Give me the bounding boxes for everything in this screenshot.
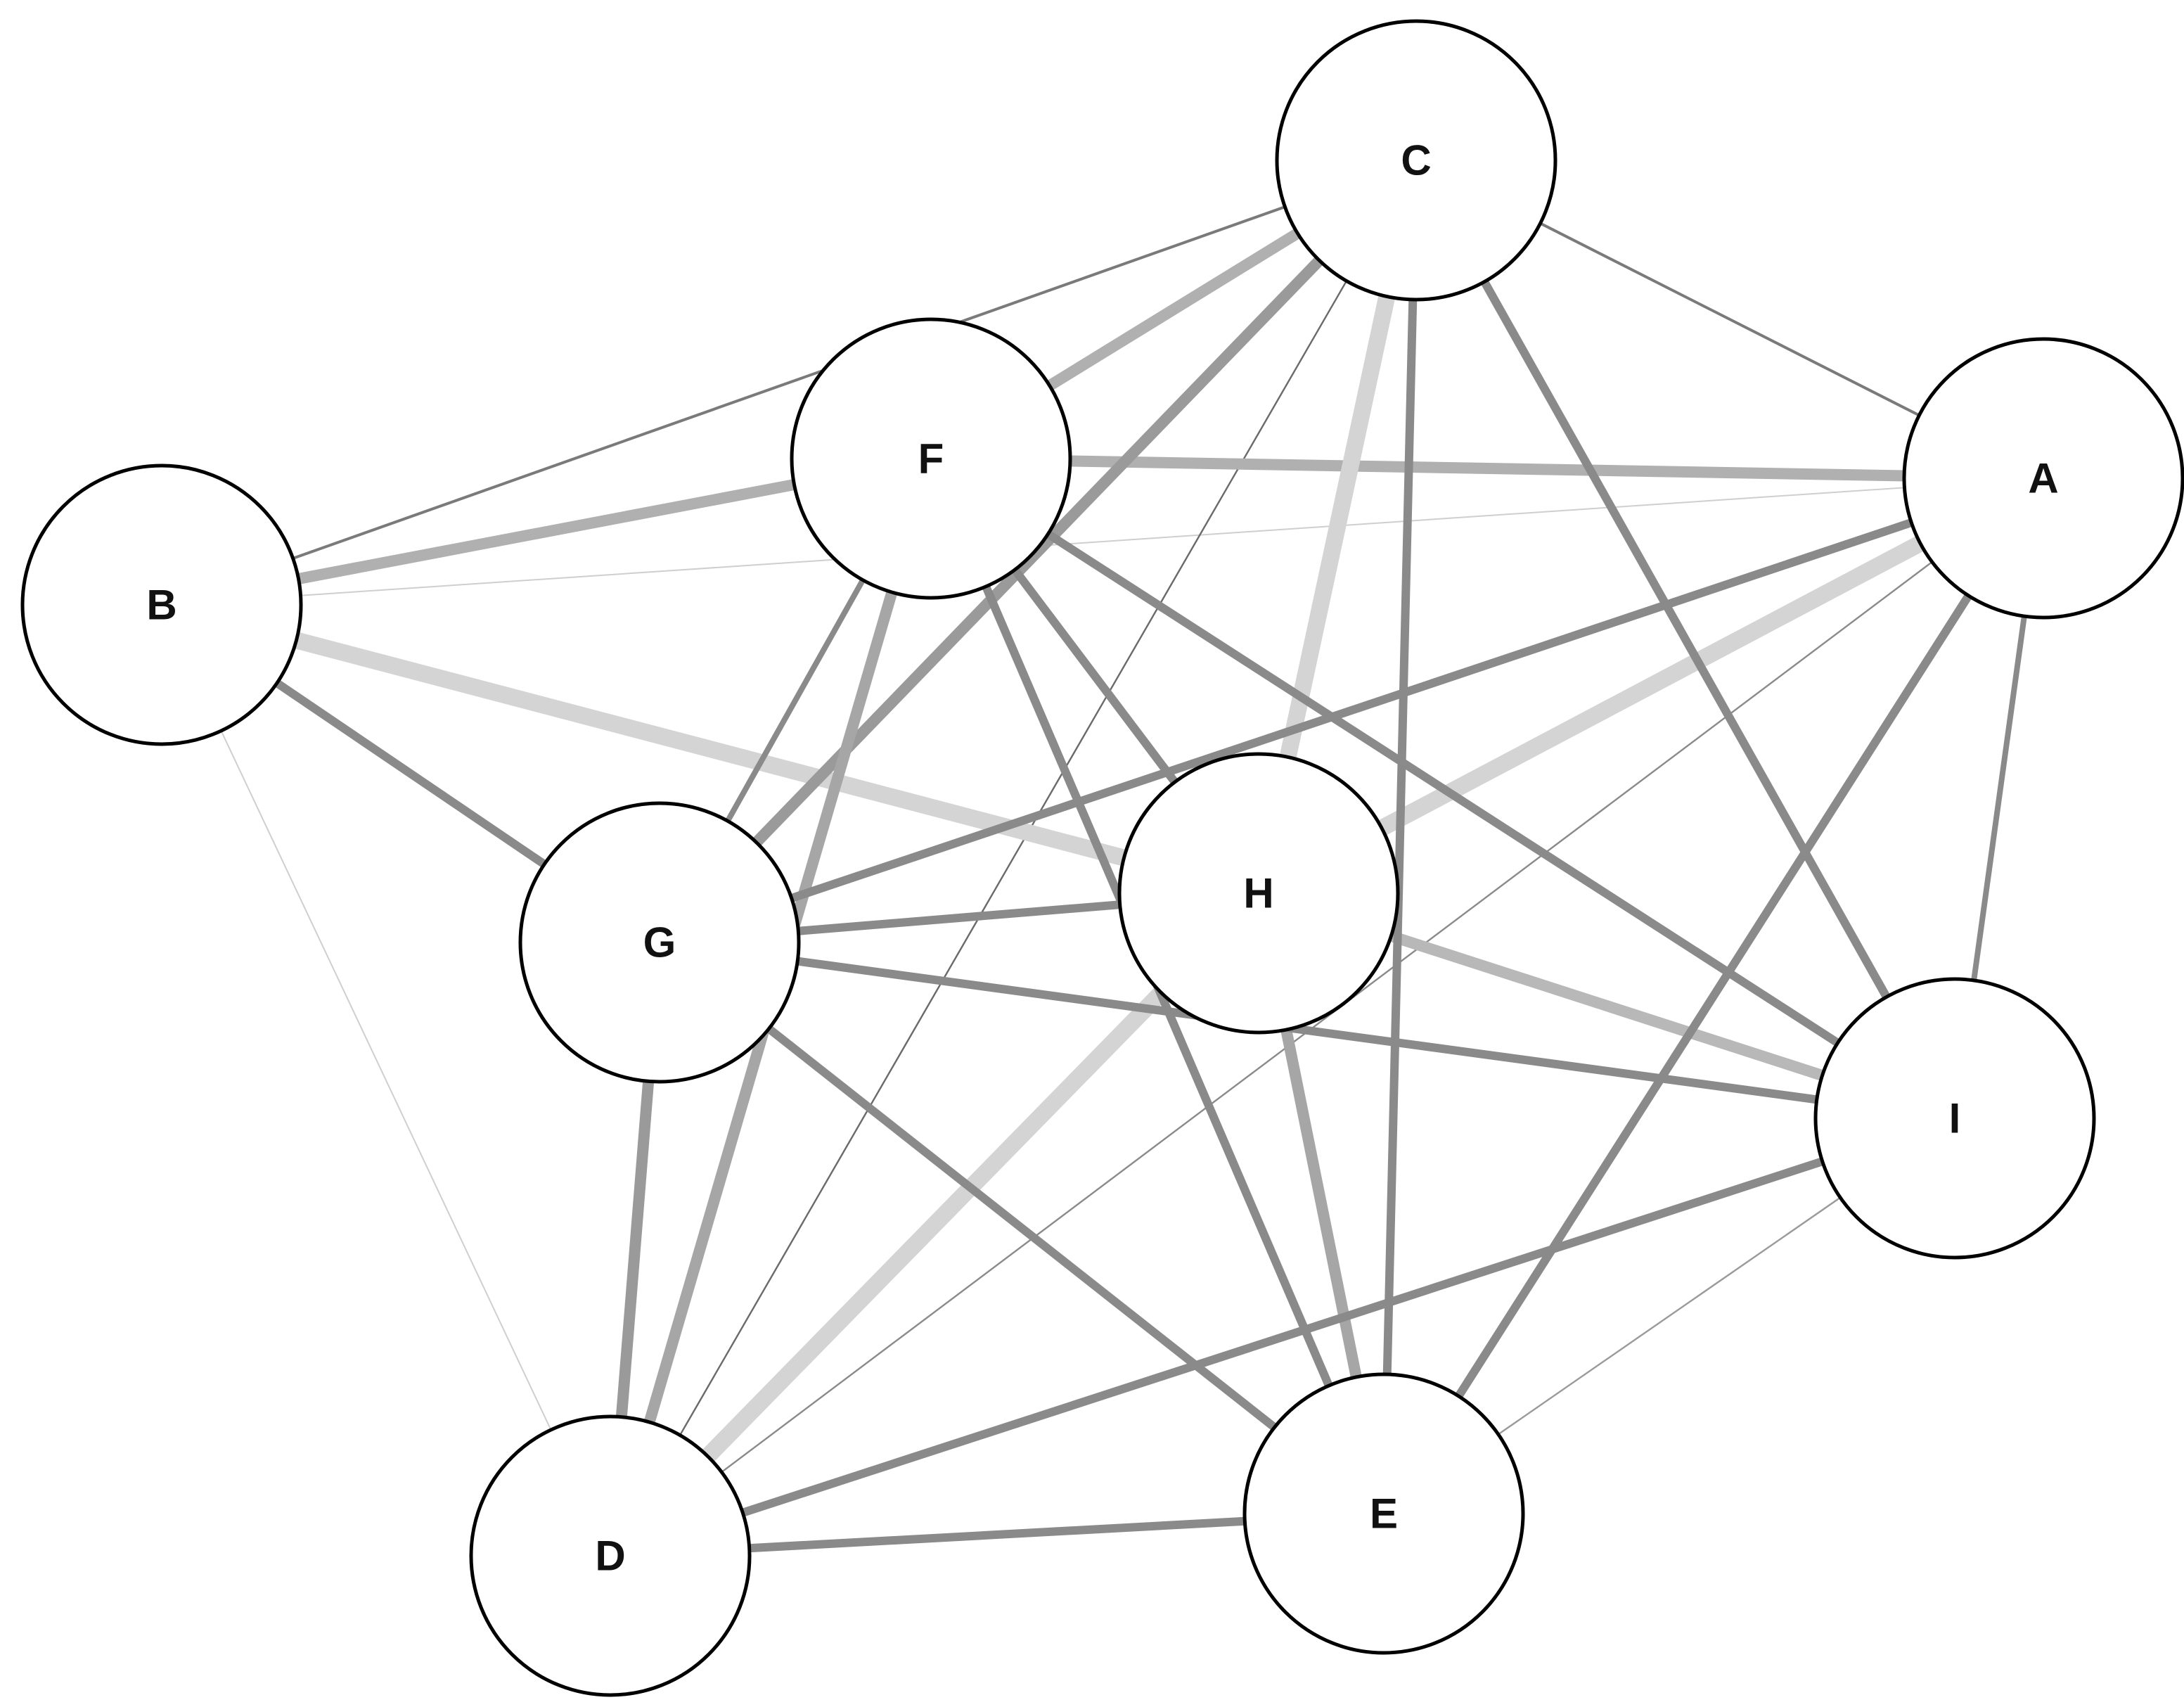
- edge-b-a: [161, 478, 2044, 606]
- node-h: H: [1117, 752, 1400, 1035]
- node-label: B: [146, 582, 176, 629]
- node-i: I: [1813, 977, 2096, 1260]
- node-circle: [518, 801, 801, 1084]
- edge-c-i: [1412, 158, 1959, 1120]
- edge-b-h: [159, 596, 1261, 902]
- node-circle: [1117, 752, 1400, 1035]
- node-circle: [1275, 19, 1557, 302]
- node-b: B: [20, 463, 303, 746]
- node-label: A: [2028, 455, 2058, 502]
- nodes-layer: A B C D E F G H I: [20, 19, 2184, 1697]
- node-circle: [790, 317, 1072, 600]
- edge-c-d: [609, 160, 1418, 1556]
- node-label: F: [918, 435, 944, 482]
- node-circle: [469, 1414, 752, 1697]
- node-label: H: [1243, 870, 1273, 917]
- node-e: E: [1242, 1372, 1525, 1655]
- node-f: F: [790, 317, 1072, 600]
- node-circle: [1902, 337, 2184, 620]
- edge-h-d: [604, 887, 1265, 1562]
- node-circle: [20, 463, 303, 746]
- node-label: I: [1949, 1095, 1961, 1142]
- edge-g-e: [657, 939, 1387, 1517]
- edges-layer: [159, 155, 2048, 1562]
- edge-a-d: [610, 478, 2044, 1556]
- edge-d-i: [609, 1114, 1956, 1560]
- edge-f-i: [928, 454, 1958, 1123]
- node-c: C: [1275, 19, 1557, 302]
- node-d: D: [469, 1414, 752, 1697]
- node-label: C: [1401, 137, 1431, 184]
- edge-b-d: [161, 604, 611, 1556]
- edge-a-g: [658, 474, 2045, 947]
- edge-c-e: [1380, 160, 1420, 1514]
- node-label: D: [595, 1533, 625, 1580]
- node-a: A: [1902, 337, 2184, 620]
- node-label: G: [643, 919, 676, 966]
- node-circle: [1242, 1372, 1525, 1655]
- edge-b-c: [161, 159, 1417, 606]
- edge-c-g: [655, 156, 1420, 947]
- node-label: E: [1370, 1490, 1398, 1537]
- edge-a-h: [1254, 471, 2048, 901]
- edge-f-a: [930, 453, 2044, 484]
- edge-g-i: [659, 938, 1955, 1123]
- edge-a-e: [1380, 475, 2048, 1516]
- node-circle: [1813, 977, 2096, 1260]
- node-g: G: [518, 801, 801, 1084]
